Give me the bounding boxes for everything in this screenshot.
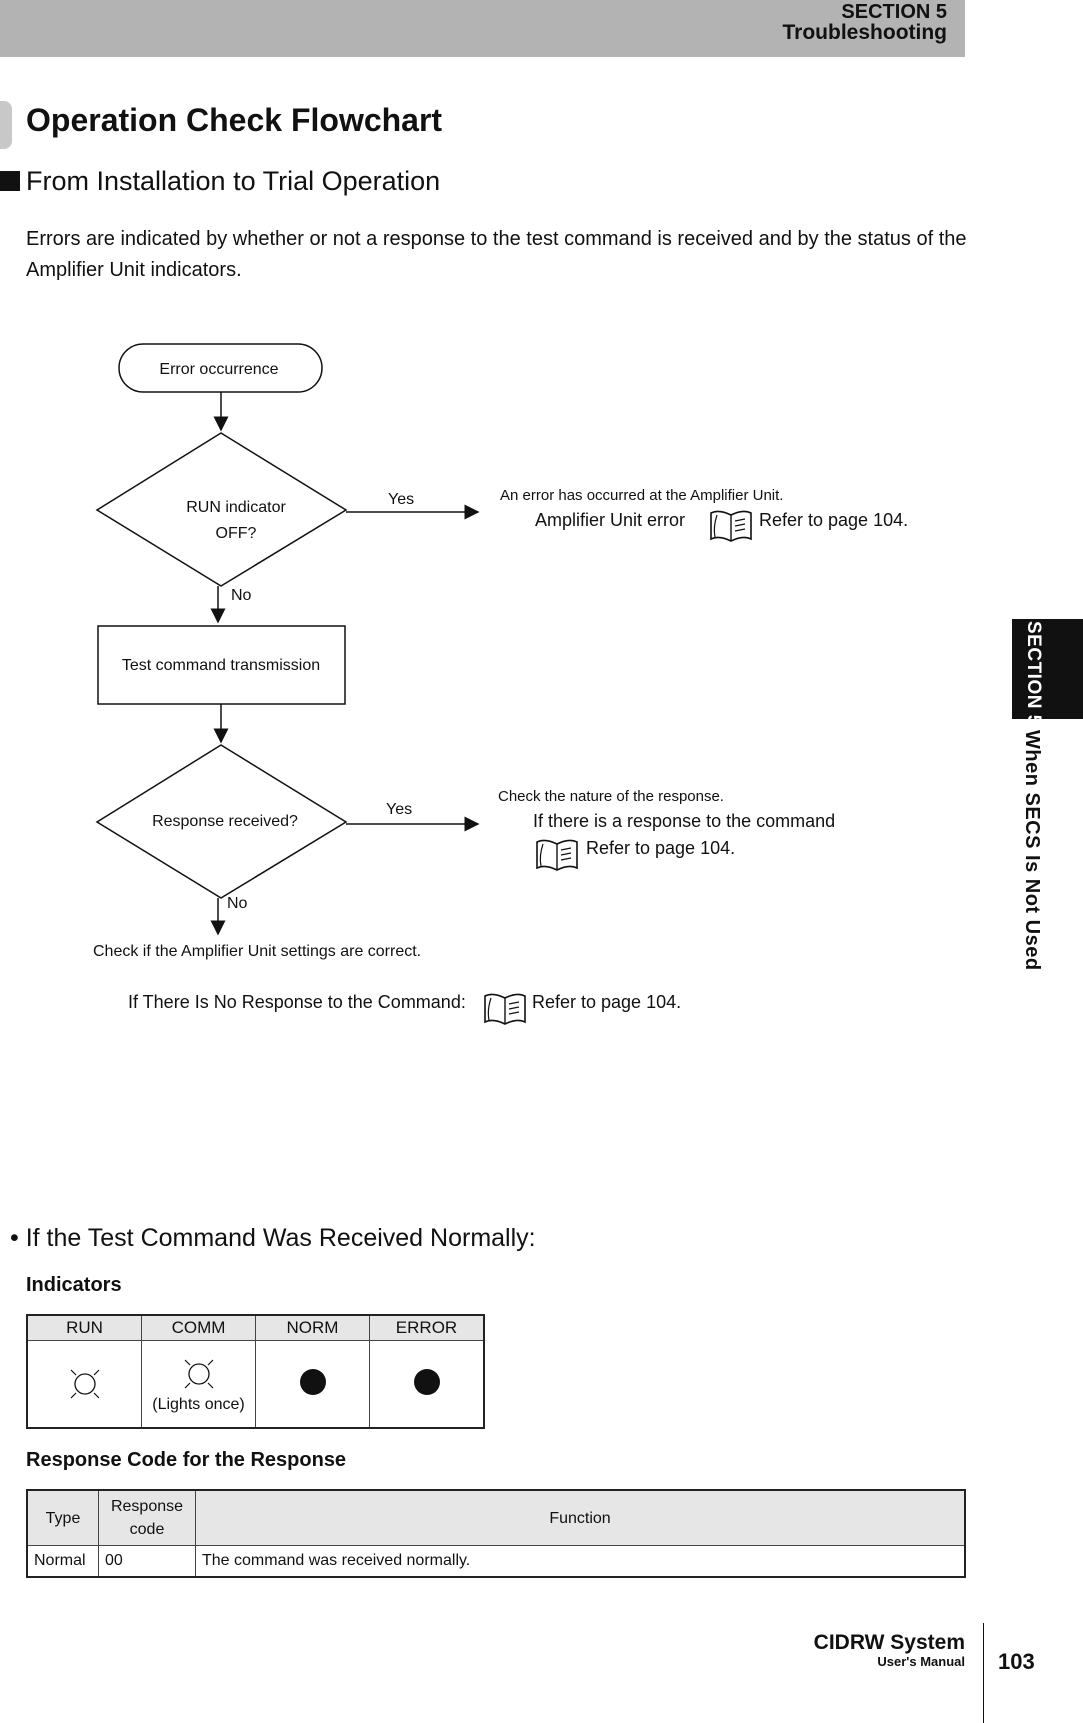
indicator-col-comm: COMM — [141, 1314, 256, 1341]
subheading: From Installation to Trial Operation — [0, 163, 440, 199]
decision1-line1: RUN indicator — [186, 499, 286, 516]
header-subtitle: Troubleshooting — [782, 21, 947, 44]
lamp-off-icon — [413, 1368, 440, 1395]
table-row: Normal 00 The command was received norma… — [26, 1545, 966, 1578]
cell-code: 00 — [98, 1545, 196, 1578]
yes2-label: Yes — [386, 801, 412, 818]
subheading-text: From Installation to Trial Operation — [26, 166, 441, 196]
lamp-lit-icon — [142, 1354, 255, 1394]
indicators-table: RUN COMM NORM ERROR — [26, 1314, 485, 1429]
process-box — [97, 625, 346, 705]
manual-book-icon — [484, 993, 526, 1025]
side-section-title: When SECS Is Not Used — [1021, 730, 1043, 971]
header-section-label: SECTION 5 — [841, 1, 947, 23]
lamp-lit-icon — [28, 1364, 141, 1404]
indicator-col-error: ERROR — [369, 1314, 485, 1341]
result2-label: If there is a response to the command — [533, 811, 835, 831]
end-label: If There Is No Response to the Command: — [128, 992, 466, 1012]
end-ref: Refer to page 104. — [532, 992, 681, 1012]
col-function: Function — [195, 1489, 966, 1546]
manual-book-icon — [710, 510, 752, 542]
no2-label: No — [227, 895, 248, 912]
indicator-col-norm: NORM — [255, 1314, 370, 1341]
result1-label: Amplifier Unit error — [535, 510, 685, 530]
side-section-tab — [1012, 619, 1083, 719]
footer-manual: User's Manual — [877, 1654, 965, 1669]
indicator-col-run: RUN — [26, 1314, 142, 1341]
decision-response-received — [95, 744, 348, 899]
indicator-error-cell — [369, 1340, 485, 1429]
yes1-label: Yes — [388, 491, 414, 508]
title-marker — [0, 101, 12, 149]
decision2-text: Response received? — [152, 813, 298, 830]
process-text: Test command transmission — [122, 657, 320, 674]
intro-paragraph: Errors are indicated by whether or not a… — [26, 228, 967, 281]
response-code-heading: Response Code for the Response — [26, 1449, 347, 1471]
no1-label: No — [231, 587, 252, 604]
manual-book-icon — [536, 839, 578, 871]
side-section-label: SECTION 5 — [1023, 621, 1044, 726]
result1-ref: Refer to page 104. — [759, 510, 908, 530]
response-code-table: Type Response code Function Normal 00 Th… — [26, 1489, 966, 1578]
lamp-off-icon — [299, 1368, 326, 1395]
result1-note: An error has occurred at the Amplifier U… — [500, 487, 783, 504]
page-number: 103 — [998, 1649, 1035, 1674]
cell-function: The command was received normally. — [195, 1545, 966, 1578]
indicators-heading: Indicators — [26, 1274, 122, 1296]
start-text: Error occurrence — [159, 361, 278, 378]
decision1-line2: OFF? — [216, 525, 257, 542]
result2-ref: Refer to page 104. — [586, 838, 735, 858]
header-bar — [0, 0, 965, 57]
page-title: Operation Check Flowchart — [26, 102, 443, 138]
col-response-code: Response code — [98, 1489, 196, 1546]
decision-run-indicator — [95, 432, 348, 587]
indicator-norm-cell — [255, 1340, 370, 1429]
square-bullet-icon — [0, 171, 20, 191]
indicator-comm-cell: (Lights once) — [141, 1340, 256, 1429]
col-type: Type — [26, 1489, 99, 1546]
operation-flowchart: Error occurrence RUN indicator OFF? Yes … — [93, 343, 908, 1025]
indicator-run-cell — [26, 1340, 142, 1429]
bullet-heading: • If the Test Command Was Received Norma… — [10, 1224, 536, 1252]
comm-note: (Lights once) — [152, 1396, 245, 1413]
cell-type: Normal — [26, 1545, 99, 1578]
footer-brand: CIDRW System — [813, 1631, 965, 1654]
footer-divider — [983, 1623, 984, 1723]
result2-note: Check the nature of the response. — [498, 788, 724, 805]
end-note: Check if the Amplifier Unit settings are… — [93, 943, 421, 960]
